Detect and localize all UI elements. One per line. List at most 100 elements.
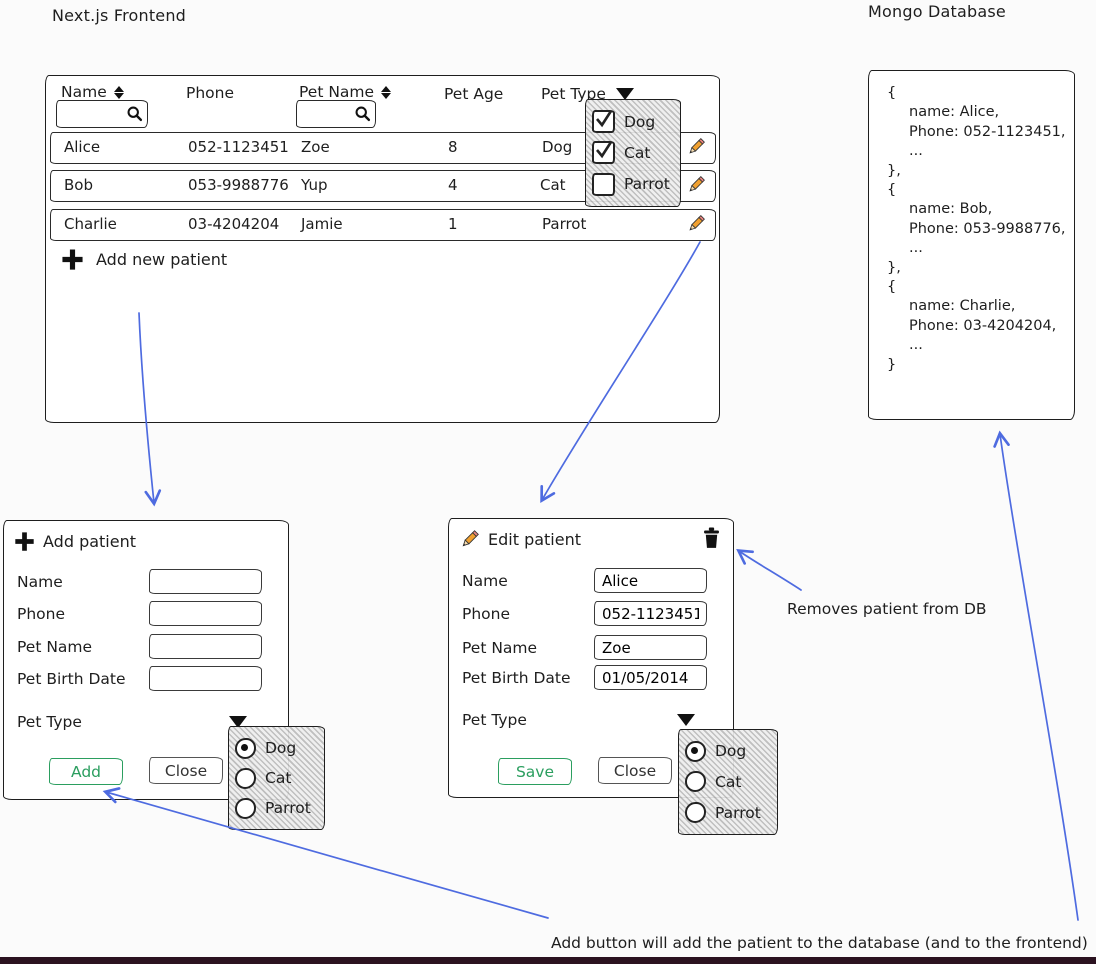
frontend-label: Next.js Frontend [52, 6, 187, 25]
pet-name-label: Pet Name [462, 639, 538, 657]
db-line: { [887, 279, 897, 296]
add-new-patient-label: Add new patient [96, 250, 228, 269]
cell-phone: 052-1123451 [188, 138, 289, 156]
pencil-icon [689, 214, 705, 231]
edit-pet-type-dropdown: Dog Cat Parrot [678, 729, 778, 835]
edit-row-button[interactable] [684, 136, 708, 160]
pet-type-filter-caret-icon[interactable] [615, 88, 634, 100]
db-line: name: Charlie, [909, 298, 1016, 315]
filter-option-label: Dog [624, 112, 656, 131]
checkbox-icon [592, 141, 615, 165]
search-icon [127, 106, 143, 122]
cell-pet-type: Cat [540, 176, 566, 194]
pet-type-option-dog[interactable]: Dog [235, 737, 318, 759]
edit-row-button[interactable] [684, 213, 708, 237]
pet-birth-date-label: Pet Birth Date [17, 670, 126, 688]
sort-pet-name-icon[interactable] [381, 85, 392, 99]
remove-note: Removes patient from DB [787, 600, 987, 618]
radio-icon [685, 771, 706, 793]
pet-name-label: Pet Name [17, 638, 93, 656]
cell-pet-type: Parrot [542, 215, 587, 233]
search-icon [355, 106, 371, 122]
cell-name: Alice [64, 138, 101, 156]
pet-type-caret-icon[interactable] [229, 716, 247, 728]
pet-type-option-cat[interactable]: Cat [235, 767, 318, 789]
name-field[interactable] [149, 569, 262, 594]
db-line: }, [887, 162, 901, 179]
db-line: ... [909, 337, 923, 354]
column-header-name-label: Name [61, 83, 107, 101]
add-note: Add button will add the patient to the d… [551, 934, 1088, 952]
pet-type-label: Pet Type [462, 711, 527, 729]
column-header-pet-type-label: Pet Type [541, 85, 606, 103]
edit-patient-title: Edit patient [459, 529, 581, 550]
cell-pet-age: 4 [448, 176, 458, 194]
mongo-database-box: { name: Alice, Phone: 052-1123451, ... }… [868, 70, 1075, 420]
cell-pet-type: Dog [542, 138, 573, 156]
pet-type-option-parrot[interactable]: Parrot [235, 797, 318, 819]
close-button[interactable]: Close [598, 757, 672, 784]
column-header-phone-label: Phone [186, 84, 235, 102]
name-field[interactable] [594, 568, 707, 593]
pet-birth-date-field[interactable] [594, 665, 707, 690]
radio-icon [685, 740, 706, 762]
name-label: Name [462, 572, 508, 590]
add-new-patient-button[interactable]: Add new patient [61, 248, 227, 271]
phone-label: Phone [462, 605, 511, 623]
bottom-bar [0, 957, 1096, 964]
add-button[interactable]: Add [49, 758, 123, 785]
pet-name-search-input[interactable] [296, 100, 376, 128]
db-line: { [887, 182, 897, 199]
db-line: name: Alice, [909, 104, 1000, 121]
pet-birth-date-label: Pet Birth Date [462, 669, 571, 687]
database-label: Mongo Database [868, 2, 1006, 21]
db-line: } [887, 356, 897, 373]
radio-icon [235, 797, 256, 819]
pet-type-option-label: Parrot [715, 803, 761, 822]
table-row: Charlie 03-4204204 Jamie 1 Parrot [50, 209, 716, 241]
cell-pet-name: Yup [301, 176, 328, 194]
pencil-icon [462, 530, 479, 547]
pet-type-option-label: Cat [265, 769, 292, 787]
plus-icon [15, 532, 34, 551]
pet-type-caret-icon[interactable] [677, 714, 695, 726]
db-line: Phone: 053-9988776, [909, 220, 1066, 237]
pet-birth-date-field[interactable] [149, 666, 262, 691]
cell-pet-age: 1 [448, 215, 458, 233]
arrow-note-to-trash [736, 549, 802, 591]
pet-type-label: Pet Type [17, 713, 82, 731]
checkbox-icon [592, 172, 615, 196]
pet-type-option-label: Cat [715, 772, 742, 791]
plus-icon [62, 249, 83, 270]
cell-pet-age: 8 [448, 138, 458, 156]
pet-type-option-dog[interactable]: Dog [685, 740, 771, 762]
column-header-name: Name [61, 83, 124, 101]
save-button[interactable]: Save [498, 758, 572, 785]
phone-field[interactable] [594, 601, 707, 626]
db-line: { [887, 85, 897, 101]
edit-row-button[interactable] [684, 174, 708, 198]
cell-phone: 053-9988776 [188, 176, 289, 194]
filter-option-parrot[interactable]: Parrot [592, 172, 674, 196]
filter-option-cat[interactable]: Cat [592, 141, 674, 165]
pet-name-field[interactable] [594, 635, 707, 660]
pet-type-option-parrot[interactable]: Parrot [685, 802, 771, 824]
db-line: ... [909, 143, 923, 160]
edit-patient-title-label: Edit patient [488, 530, 582, 549]
pet-name-field[interactable] [149, 634, 262, 659]
filter-option-dog[interactable]: Dog [592, 110, 674, 134]
pet-type-option-label: Dog [265, 739, 297, 757]
pet-type-filter-dropdown: Dog Cat Parrot [585, 99, 681, 207]
column-header-pet-name-label: Pet Name [299, 83, 375, 101]
delete-patient-button[interactable] [701, 526, 722, 553]
close-button[interactable]: Close [149, 757, 223, 784]
cell-pet-name: Zoe [301, 138, 330, 156]
column-header-pet-age-label: Pet Age [444, 85, 504, 103]
arrow-note-to-add-button [102, 787, 549, 919]
sort-name-icon[interactable] [113, 85, 124, 99]
phone-field[interactable] [149, 601, 262, 626]
radio-icon [235, 767, 256, 789]
pet-type-option-cat[interactable]: Cat [685, 771, 771, 793]
name-search-input[interactable] [56, 100, 148, 128]
db-line: }, [887, 259, 901, 276]
